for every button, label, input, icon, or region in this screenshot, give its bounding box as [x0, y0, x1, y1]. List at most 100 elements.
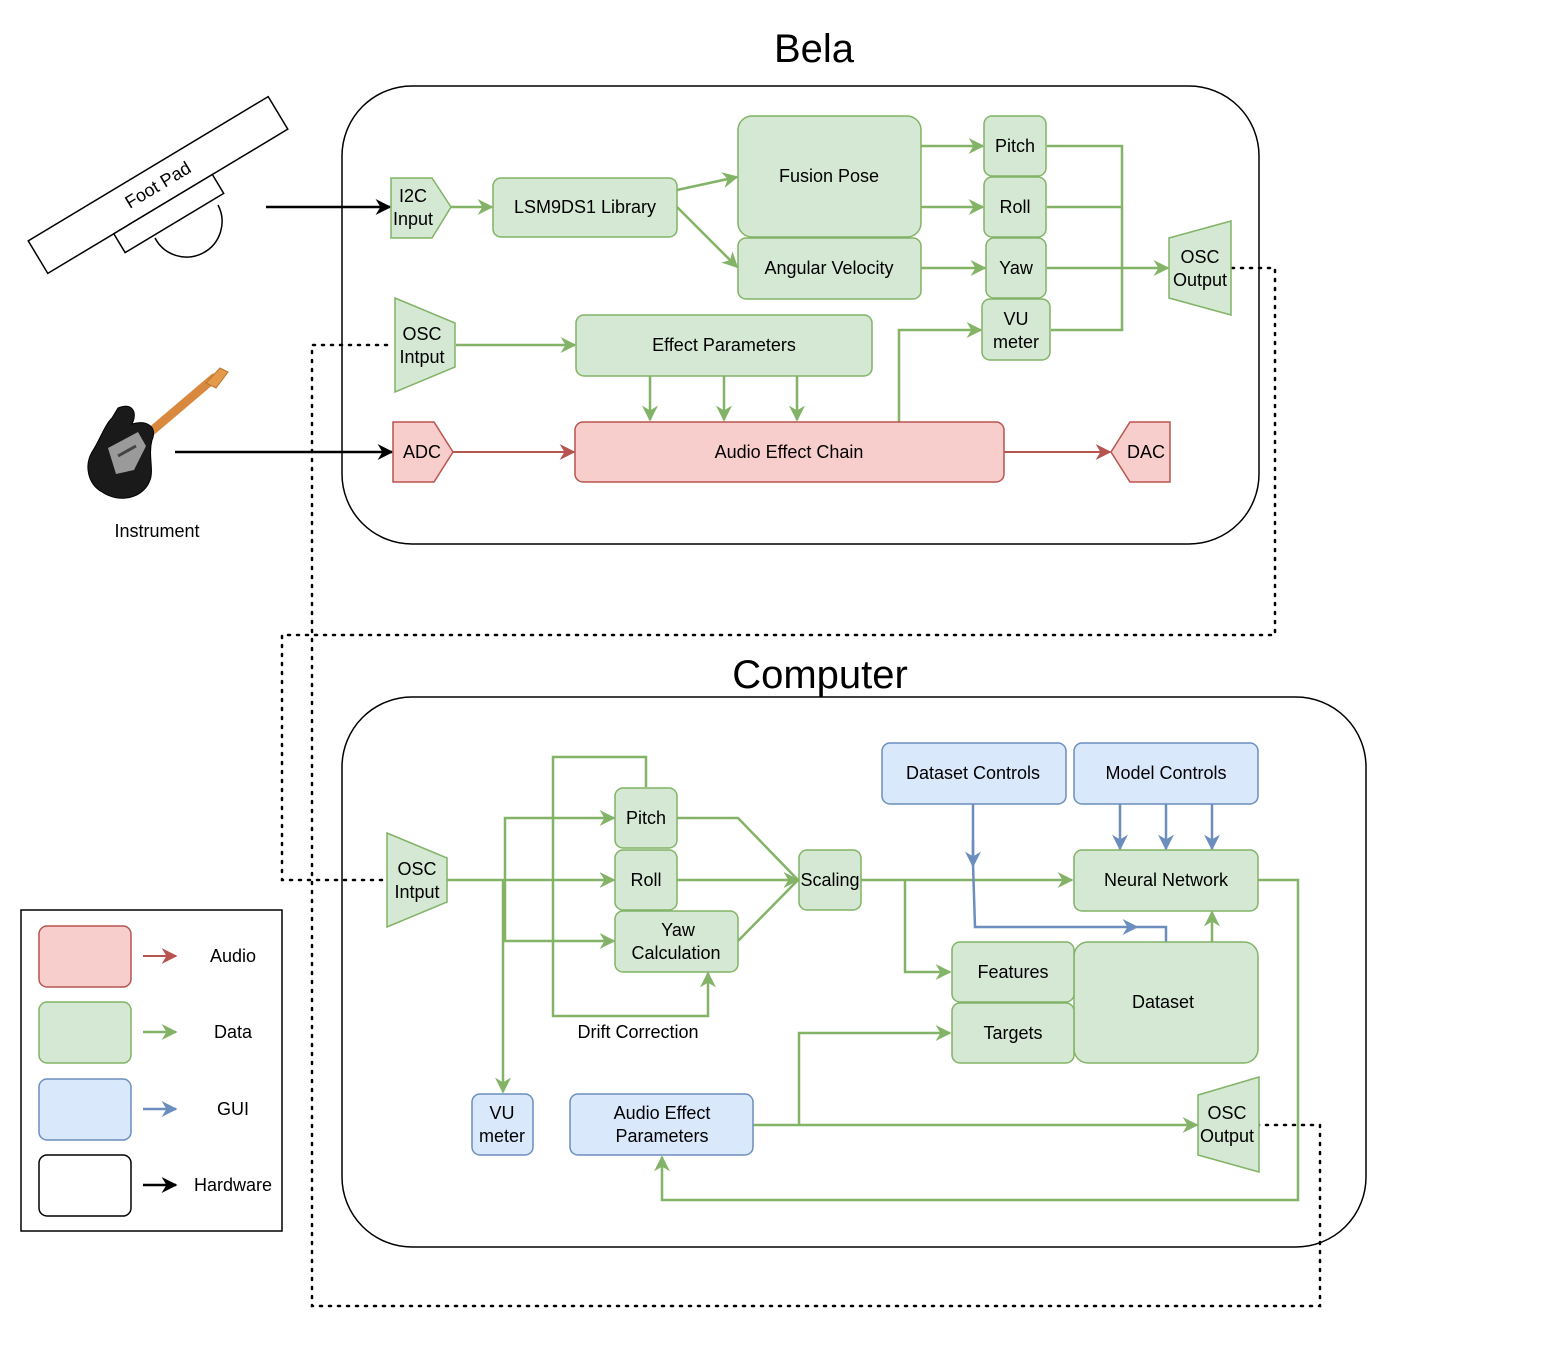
computer-vu-meter[interactable]: VU meter — [471, 1093, 534, 1156]
bela-dac-label: DAC — [1127, 442, 1165, 462]
computer-pitch-label: Pitch — [626, 808, 666, 828]
bela-pitch: Pitch — [983, 115, 1047, 177]
model-controls-label: Model Controls — [1105, 763, 1226, 783]
bela-fusion-pose: Fusion Pose — [737, 115, 922, 238]
guitar-pickguard — [108, 432, 146, 474]
computer-model-controls[interactable]: Model Controls — [1073, 742, 1259, 805]
computer-vu-meter-line2: meter — [479, 1126, 525, 1146]
bela-audio-effect-chain-label: Audio Effect Chain — [715, 442, 864, 462]
computer-osc-input-line1: OSC — [397, 859, 436, 879]
bela-effect-parameters-label: Effect Parameters — [652, 335, 796, 355]
bela-osc-input: OSC Intput — [394, 296, 456, 394]
yaw-to-scaling-line — [737, 879, 799, 942]
computer-container — [341, 696, 1367, 1248]
chain-to-vu-meter-arrow — [897, 322, 983, 422]
computer-osc-input: OSC Intput — [386, 831, 448, 929]
bela-angular-velocity-label: Angular Velocity — [764, 258, 893, 278]
bela-i2c-input-line2: Input — [393, 209, 433, 229]
drift-correction-loop-arrow — [551, 755, 716, 1018]
computer-roll: Roll — [614, 849, 678, 911]
bela-vu-meter-line1: VU — [1003, 309, 1028, 329]
computer-title: Computer — [732, 653, 908, 697]
bela-title: Bela — [774, 27, 855, 71]
dataset-controls-to-dataset-arrow — [971, 863, 1139, 935]
audio-effect-params-line1: Audio Effect — [614, 1103, 711, 1123]
bela-i2c-input-line1: I2C — [399, 186, 427, 206]
legend-gui-swatch — [38, 1078, 132, 1141]
osc-in-to-yaw-arrow — [503, 880, 616, 949]
bela-vu-meter: VU meter — [981, 298, 1051, 361]
computer-osc-input-line2: Intput — [394, 882, 439, 902]
computer-yaw-calc-line2: Calculation — [631, 943, 720, 963]
pitch-to-scaling-line — [677, 816, 799, 881]
osc-link-bela-out-to-computer-in — [280, 266, 1277, 882]
computer-osc-output-line2: Output — [1200, 1126, 1254, 1146]
bela-angular-velocity: Angular Velocity — [737, 237, 922, 300]
bela-yaw: Yaw — [985, 237, 1047, 299]
bela-adc: ADC — [392, 421, 454, 483]
bela-lsm9ds1-library: LSM9DS1 Library — [492, 177, 678, 238]
legend-audio-label: Audio — [210, 946, 256, 966]
dataset-to-bus-line — [1137, 925, 1168, 942]
computer-vu-meter-line1: VU — [489, 1103, 514, 1123]
bela-roll-label: Roll — [999, 197, 1030, 217]
legend-gui-label: GUI — [217, 1099, 249, 1119]
bela-fusion-pose-label: Fusion Pose — [779, 166, 879, 186]
legend-hardware-swatch — [38, 1154, 132, 1217]
computer-yaw-calc-line1: Yaw — [661, 920, 696, 940]
footpad-dome — [154, 204, 223, 258]
guitar-icon — [87, 367, 229, 499]
footpad-base — [112, 173, 225, 254]
features-label: Features — [977, 962, 1048, 982]
bela-osc-input-line1: OSC — [402, 324, 441, 344]
legend: Audio Data GUI Hardware — [20, 909, 283, 1232]
computer-yaw-calculation: Yaw Calculation — [614, 910, 739, 973]
computer-dataset: Dataset — [1073, 941, 1259, 1064]
pitch-to-osc-line — [1047, 144, 1124, 332]
computer-scaling-label: Scaling — [800, 870, 859, 890]
bela-osc-output-line1: OSC — [1180, 247, 1219, 267]
drift-correction-label: Drift Correction — [577, 1022, 698, 1042]
computer-dataset-controls[interactable]: Dataset Controls — [881, 742, 1067, 805]
bela-osc-output: OSC Output — [1168, 220, 1232, 316]
computer-roll-label: Roll — [630, 870, 661, 890]
audio-effect-params-line2: Parameters — [615, 1126, 708, 1146]
bela-i2c-input: I2C Input — [390, 177, 452, 239]
computer-osc-output: OSC Output — [1197, 1075, 1260, 1173]
neural-network-label: Neural Network — [1104, 870, 1229, 890]
computer-features: Features — [951, 941, 1075, 1003]
guitar-headstock — [205, 367, 229, 389]
computer-neural-network: Neural Network — [1073, 849, 1259, 912]
guitar-pickup — [117, 444, 137, 458]
instrument-label: Instrument — [114, 521, 199, 541]
computer-audio-effect-parameters[interactable]: Audio Effect Parameters — [569, 1093, 754, 1156]
legend-audio-swatch — [38, 925, 132, 988]
computer-osc-output-line1: OSC — [1207, 1103, 1246, 1123]
osc-link-computer-out-to-bela-in — [310, 343, 1322, 1308]
legend-data-label: Data — [214, 1022, 253, 1042]
bela-effect-parameters: Effect Parameters — [575, 314, 873, 377]
legend-hardware-label: Hardware — [194, 1175, 272, 1195]
computer-pitch: Pitch — [614, 787, 678, 849]
footpad-hardware: Foot Pad — [27, 95, 289, 275]
bela-dac: DAC — [1110, 421, 1171, 483]
targets-label: Targets — [983, 1023, 1042, 1043]
osc-in-to-pitch-arrow — [503, 810, 616, 880]
legend-data-swatch — [38, 1001, 132, 1064]
audio-params-to-targets-arrow — [797, 1025, 952, 1125]
bela-osc-input-line2: Intput — [399, 347, 444, 367]
lsm-to-angular-arrow — [676, 206, 739, 269]
bela-adc-label: ADC — [403, 442, 441, 462]
bela-roll: Roll — [983, 176, 1047, 238]
lsm-to-fusion-arrow — [676, 172, 739, 192]
computer-targets: Targets — [951, 1002, 1075, 1064]
network-to-audio-params-arrow — [654, 878, 1300, 1202]
bela-osc-output-line2: Output — [1173, 270, 1227, 290]
bela-lsm9ds1-label: LSM9DS1 Library — [514, 197, 656, 217]
scaling-to-features-arrow — [903, 880, 952, 980]
computer-scaling: Scaling — [798, 849, 862, 911]
dataset-label: Dataset — [1132, 992, 1194, 1012]
dataset-controls-label: Dataset Controls — [906, 763, 1040, 783]
bela-yaw-label: Yaw — [999, 258, 1034, 278]
